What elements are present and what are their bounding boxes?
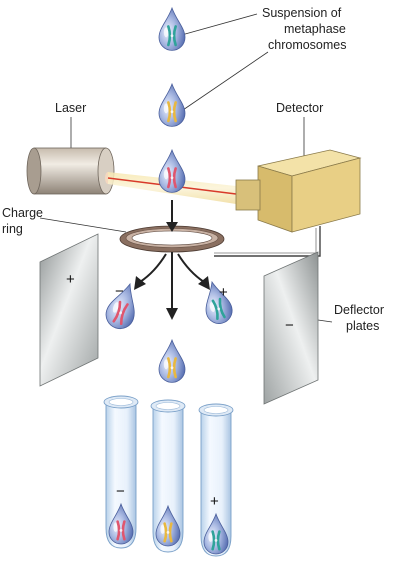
drop-in-left-tube-pink [108, 502, 134, 545]
detector-label: Detector [276, 101, 324, 115]
arrowhead-down-top [166, 222, 178, 232]
drop-top-teal [158, 6, 186, 51]
suspension-label-line1: Suspension of [262, 6, 342, 20]
drop-in-middle-tube-yellow [155, 504, 181, 547]
charge-ring [119, 225, 225, 253]
laser-device [26, 147, 115, 195]
left-plate-plus-sign: + [66, 271, 75, 288]
suspension-label-line2: metaphase [284, 22, 346, 36]
drop-in-right-tube-teal [203, 512, 229, 555]
chromosome-icon [211, 297, 226, 321]
deflector-plate-left [39, 233, 99, 387]
arrowhead-down-center [166, 308, 178, 320]
deflector-label-line1: Deflector [334, 303, 385, 317]
drop-upper-yellow [158, 82, 186, 127]
charge-ring-label-line1: Charge [2, 206, 43, 220]
drop-left-pink [105, 282, 135, 330]
drop-at-laser-pink [158, 148, 186, 193]
deflector-label-line2: plates [346, 319, 380, 333]
chromosome-icon [167, 101, 177, 123]
detector-box [214, 149, 362, 257]
chromosome-icon [167, 25, 177, 47]
chromosome-icon [116, 520, 126, 541]
chromosome-icon [167, 357, 177, 379]
arrowhead-left [134, 276, 146, 290]
flow-arrows [139, 200, 205, 310]
suspension-label-line3: chromosomes [268, 38, 347, 52]
chromosome-icon [167, 167, 177, 189]
right-plate-minus-sign: − [285, 317, 294, 334]
deflector-plate-right [263, 251, 319, 405]
test-tube-left [103, 395, 139, 549]
charge-ring-label-line2: ring [2, 222, 23, 236]
drop-right-teal [205, 280, 233, 324]
right-tube-plus-sign: + [210, 493, 219, 510]
chromosome-icon [211, 530, 221, 551]
droplets [105, 6, 233, 555]
drop-center-yellow [158, 338, 186, 383]
chromosome-icon [112, 300, 129, 326]
left-tube-minus-sign: − [116, 483, 125, 500]
test-tube-middle [150, 399, 186, 553]
leader-lines [39, 13, 333, 323]
left-drop-minus-sign: − [115, 283, 124, 300]
right-drop-plus-sign: + [219, 284, 228, 301]
chromosome-icon [163, 522, 173, 543]
laser-label: Laser [55, 101, 87, 115]
test-tube-right [198, 403, 234, 557]
arrowhead-right [198, 276, 210, 290]
